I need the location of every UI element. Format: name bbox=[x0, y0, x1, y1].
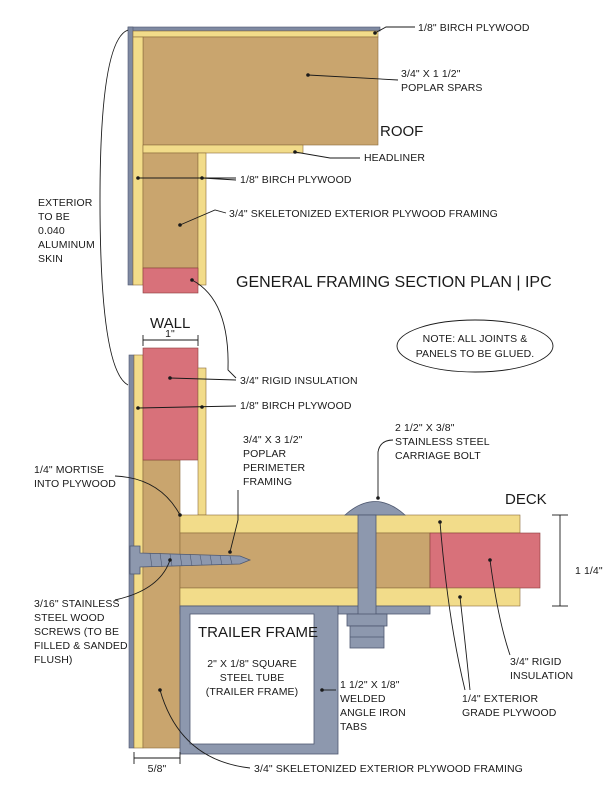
label-wall-plywood: 1/8" BIRCH PLYWOOD bbox=[240, 400, 352, 412]
roof-aluminum-skin-top bbox=[127, 26, 381, 32]
label-skeleton-framing-bottom: 3/4" SKELETONIZED EXTERIOR PLYWOOD FRAMI… bbox=[254, 763, 523, 775]
label-perimeter-framing-4: FRAMING bbox=[243, 476, 292, 488]
deck-rigid-insulation bbox=[429, 532, 541, 589]
square-steel-tube-interior bbox=[189, 613, 315, 745]
label-rigid-insulation-wall: 3/4" RIGID INSULATION bbox=[240, 375, 358, 387]
label-poplar-spars-2: POPLAR SPARS bbox=[401, 82, 483, 94]
roof-side-plywood bbox=[132, 36, 144, 286]
diagram-title: GENERAL FRAMING SECTION PLAN | IPC bbox=[236, 274, 552, 291]
section-label-deck: DECK bbox=[505, 491, 547, 508]
label-carriage-bolt-1: 2 1/2" X 3/8" bbox=[395, 422, 455, 434]
dimension-wall-framing: 5/8" bbox=[133, 752, 181, 775]
label-wood-screws-1: 3/16" STAINLESS bbox=[34, 598, 120, 610]
wall-inner-plywood bbox=[197, 367, 207, 516]
roof-skeleton-framing bbox=[142, 152, 199, 269]
label-exterior-skin-2: TO BE bbox=[38, 211, 70, 223]
label-wood-screws-5: FLUSH) bbox=[34, 654, 73, 666]
exterior-skin-bracket bbox=[99, 29, 129, 386]
roof-inner-plywood bbox=[197, 152, 207, 286]
label-perimeter-framing-1: 3/4" X 3 1/2" bbox=[243, 434, 303, 446]
carriage-bolt-washer bbox=[346, 613, 388, 627]
deck-assembly bbox=[179, 514, 541, 607]
label-mortise-1: 1/4" MORTISE bbox=[34, 464, 104, 476]
label-exterior-skin-5: SKIN bbox=[38, 253, 63, 265]
label-carriage-bolt-2: STAINLESS STEEL bbox=[395, 436, 490, 448]
roof-assembly bbox=[127, 26, 381, 294]
carriage-bolt bbox=[343, 501, 407, 649]
roof-poplar-spars bbox=[142, 36, 379, 146]
label-angle-iron-1: 1 1/2" X 1/8" bbox=[340, 679, 400, 691]
label-wood-screws-3: SCREWS (TO BE bbox=[34, 626, 119, 638]
label-wood-screws-4: FILLED & SANDED bbox=[34, 640, 128, 652]
label-exterior-skin-3: 0.040 bbox=[38, 225, 65, 237]
note-line-2: PANELS TO BE GLUED. bbox=[416, 348, 535, 360]
label-square-tube-2: STEEL TUBE bbox=[220, 672, 285, 684]
wood-screw bbox=[129, 545, 252, 575]
label-angle-iron-3: ANGLE IRON bbox=[340, 707, 406, 719]
carriage-bolt-head bbox=[343, 501, 407, 516]
trailer-frame-assembly bbox=[179, 605, 431, 755]
label-angle-iron-2: WELDED bbox=[340, 693, 386, 705]
deck-top-plywood bbox=[179, 514, 521, 534]
dimension-deck-thickness: 1 1/4" bbox=[552, 514, 603, 607]
section-label-trailer-frame: TRAILER FRAME bbox=[198, 624, 318, 641]
roof-aluminum-skin-side bbox=[127, 26, 134, 286]
wood-screw-body bbox=[129, 545, 252, 575]
label-carriage-bolt-3: CARRIAGE BOLT bbox=[395, 450, 481, 462]
label-mortise-2: INTO PLYWOOD bbox=[34, 478, 116, 490]
roof-rigid-insulation bbox=[142, 267, 199, 294]
label-rigid-insulation-deck-1: 3/4" RIGID bbox=[510, 656, 562, 668]
wall-rigid-insulation bbox=[142, 347, 199, 461]
label-deck-plywood-1: 1/4" EXTERIOR bbox=[462, 693, 539, 705]
label-deck-plywood-2: GRADE PLYWOOD bbox=[462, 707, 557, 719]
svg-text:1": 1" bbox=[165, 328, 175, 340]
label-perimeter-framing-2: POPLAR bbox=[243, 448, 287, 460]
label-square-tube-1: 2" X 1/8" SQUARE bbox=[207, 658, 297, 670]
dimension-wall-insulation: 1" bbox=[142, 328, 199, 346]
label-wood-screws-2: STEEL WOOD bbox=[34, 612, 105, 624]
section-label-roof: ROOF bbox=[380, 123, 423, 140]
label-rigid-insulation-deck-2: INSULATION bbox=[510, 670, 573, 682]
label-square-tube-3: (TRAILER FRAME) bbox=[206, 686, 299, 698]
note-line-1: NOTE: ALL JOINTS & bbox=[423, 333, 528, 345]
label-skeleton-framing-top: 3/4" SKELETONIZED EXTERIOR PLYWOOD FRAMI… bbox=[229, 208, 498, 220]
svg-text:1 1/4": 1 1/4" bbox=[575, 565, 603, 577]
label-roof-side-plywood: 1/8" BIRCH PLYWOOD bbox=[240, 174, 352, 186]
wall-skeleton-framing bbox=[142, 459, 181, 749]
label-perimeter-framing-3: PERIMETER bbox=[243, 462, 305, 474]
roof-birch-plywood-top bbox=[132, 30, 379, 38]
label-exterior-skin-4: ALUMINUM bbox=[38, 239, 95, 251]
label-roof-plywood-top: 1/8" BIRCH PLYWOOD bbox=[418, 22, 530, 34]
label-poplar-spars-1: 3/4" X 1 1/2" bbox=[401, 68, 461, 80]
svg-text:5/8": 5/8" bbox=[148, 763, 167, 775]
label-angle-iron-4: TABS bbox=[340, 721, 367, 733]
roof-headliner bbox=[142, 144, 304, 154]
label-headliner: HEADLINER bbox=[364, 152, 425, 164]
note-ellipse bbox=[396, 319, 554, 373]
carriage-bolt-shank bbox=[357, 514, 377, 626]
label-exterior-skin-1: EXTERIOR bbox=[38, 197, 93, 209]
section-label-wall: WALL bbox=[150, 315, 190, 332]
deck-bottom-plywood bbox=[179, 587, 521, 607]
